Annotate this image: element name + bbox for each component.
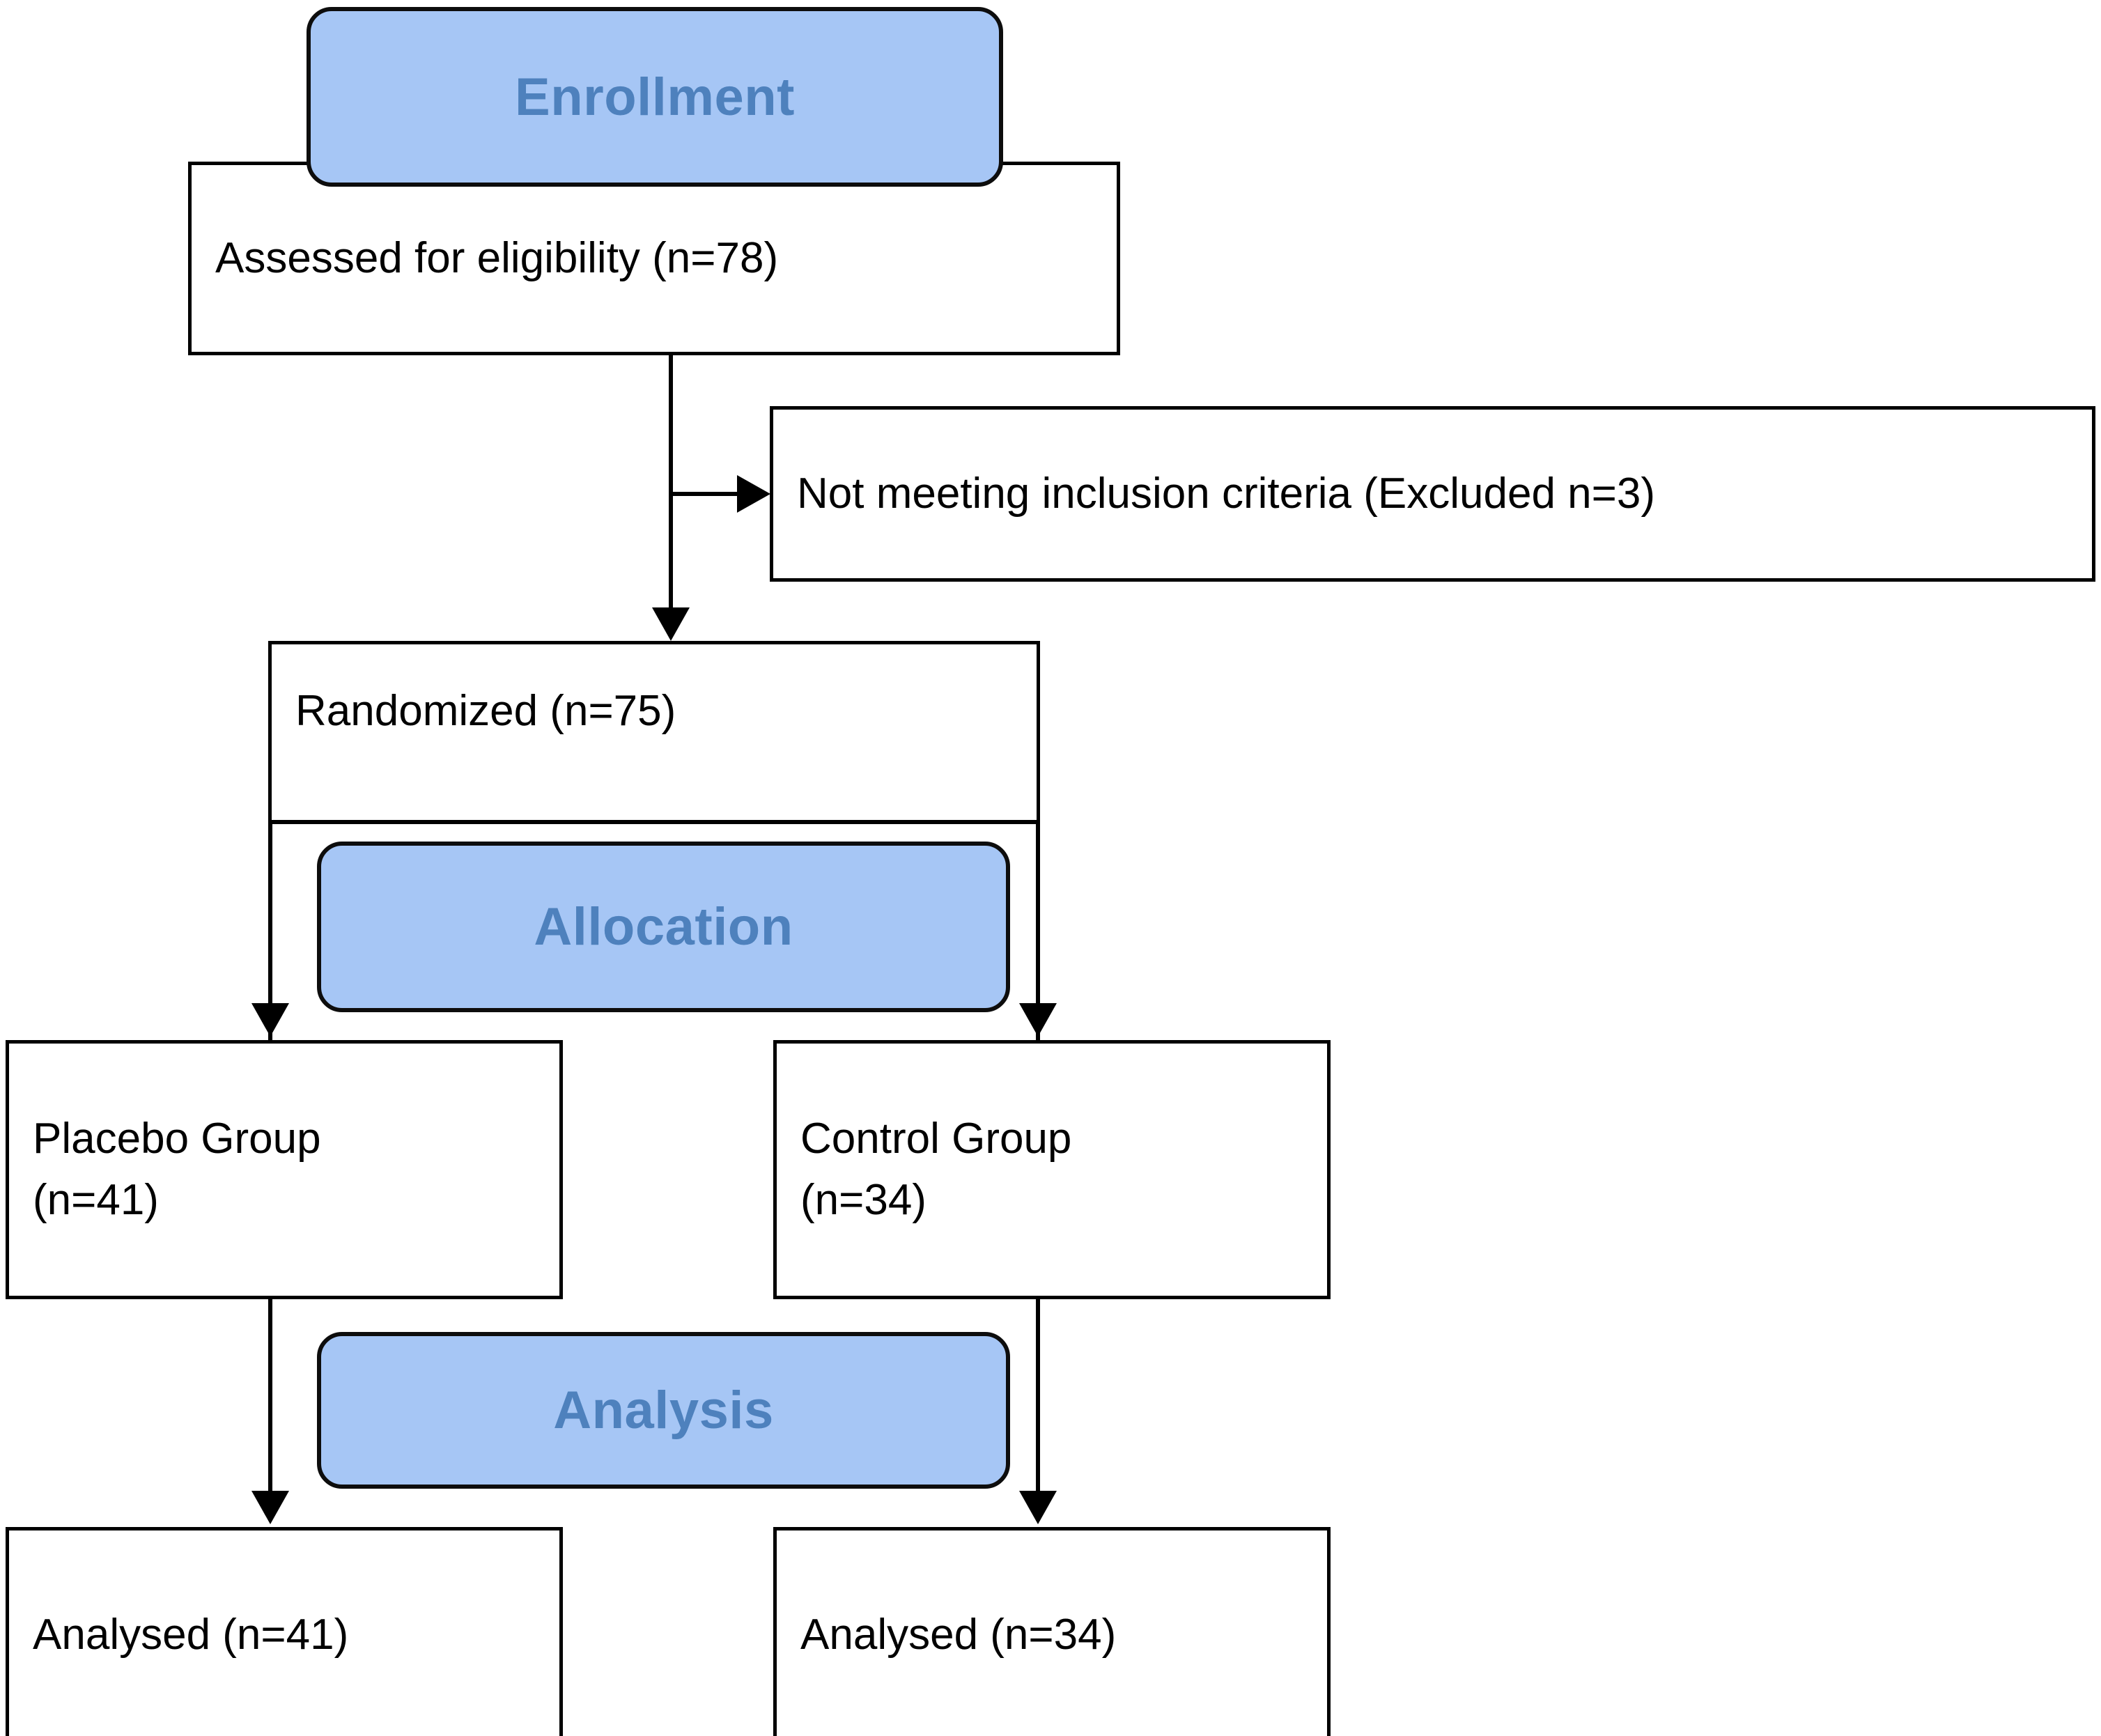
stage-badge-analysis-label: Analysis (553, 1381, 774, 1440)
connector-assessed-to-randomized-line (669, 355, 673, 613)
node-control-group: Control Group (n=34) (773, 1040, 1331, 1299)
stage-badge-allocation-label: Allocation (534, 897, 793, 956)
node-randomized-divider (268, 821, 1040, 824)
node-randomized: Randomized (n=75) (268, 641, 1040, 823)
node-control-group-label: Control Group (n=34) (800, 1114, 1072, 1224)
connector-randomized-to-control-arrowhead (1019, 1003, 1057, 1037)
connector-randomized-to-placebo-arrowhead (251, 1003, 289, 1037)
connector-control-to-analysed-arrowhead (1019, 1491, 1057, 1524)
stage-badge-allocation: Allocation (317, 842, 1010, 1012)
connector-assessed-to-excluded-arrowhead (737, 475, 770, 513)
stage-badge-enrollment: Enrollment (307, 7, 1003, 187)
connector-placebo-to-analysed-arrowhead (251, 1491, 289, 1524)
allocation-chamber-right-wall (1036, 821, 1040, 1042)
node-assessed-for-eligibility-label: Assessed for eligibility (n=78) (215, 233, 779, 282)
node-excluded-label: Not meeting inclusion criteria (Excluded… (797, 469, 1655, 518)
node-analysed-placebo-label: Analysed (n=41) (33, 1610, 349, 1659)
node-analysed-control-label: Analysed (n=34) (800, 1610, 1117, 1659)
node-assessed-for-eligibility: Assessed for eligibility (n=78) (188, 162, 1120, 355)
node-excluded: Not meeting inclusion criteria (Excluded… (770, 406, 2095, 582)
node-placebo-group-label: Placebo Group (n=41) (33, 1114, 321, 1224)
node-placebo-group: Placebo Group (n=41) (6, 1040, 563, 1299)
stage-badge-analysis: Analysis (317, 1332, 1010, 1489)
node-analysed-control: Analysed (n=34) (773, 1527, 1331, 1736)
connector-assessed-to-excluded-line (671, 492, 741, 496)
allocation-chamber-left-wall (268, 821, 272, 1042)
connector-assessed-to-randomized-arrowhead (652, 607, 690, 641)
analysis-chamber-right-wall (1036, 1299, 1040, 1521)
stage-badge-enrollment-label: Enrollment (515, 67, 795, 127)
node-analysed-placebo: Analysed (n=41) (6, 1527, 563, 1736)
analysis-chamber-left-wall (268, 1299, 272, 1521)
node-randomized-label: Randomized (n=75) (295, 687, 676, 735)
